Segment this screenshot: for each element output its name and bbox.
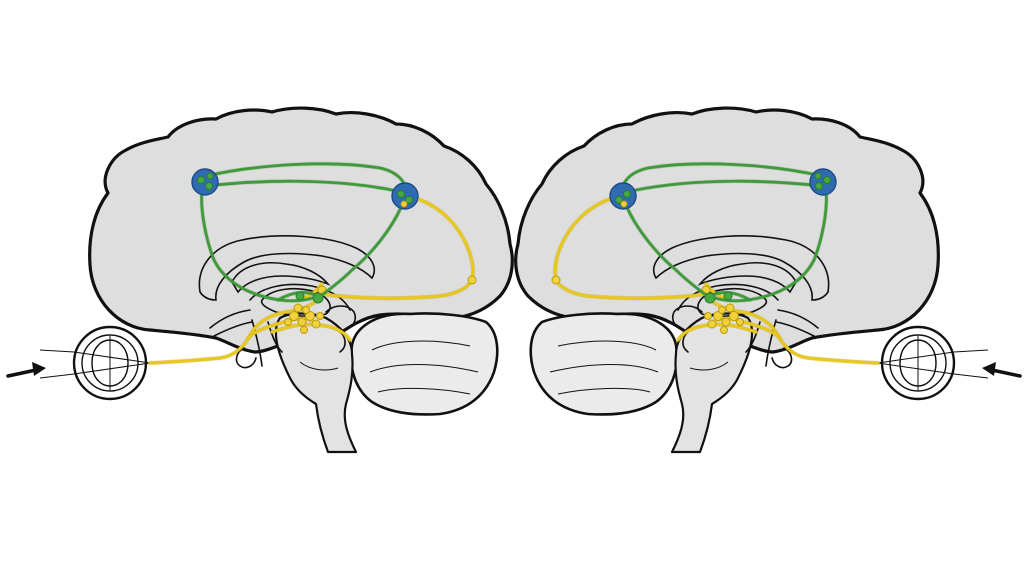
- brain-sagittal-facing-left-icon: [8, 108, 512, 452]
- brain-sagittal-facing-right-icon: [516, 108, 1020, 452]
- left-brain-diagram: [8, 108, 512, 452]
- right-brain-diagram: [516, 108, 1020, 452]
